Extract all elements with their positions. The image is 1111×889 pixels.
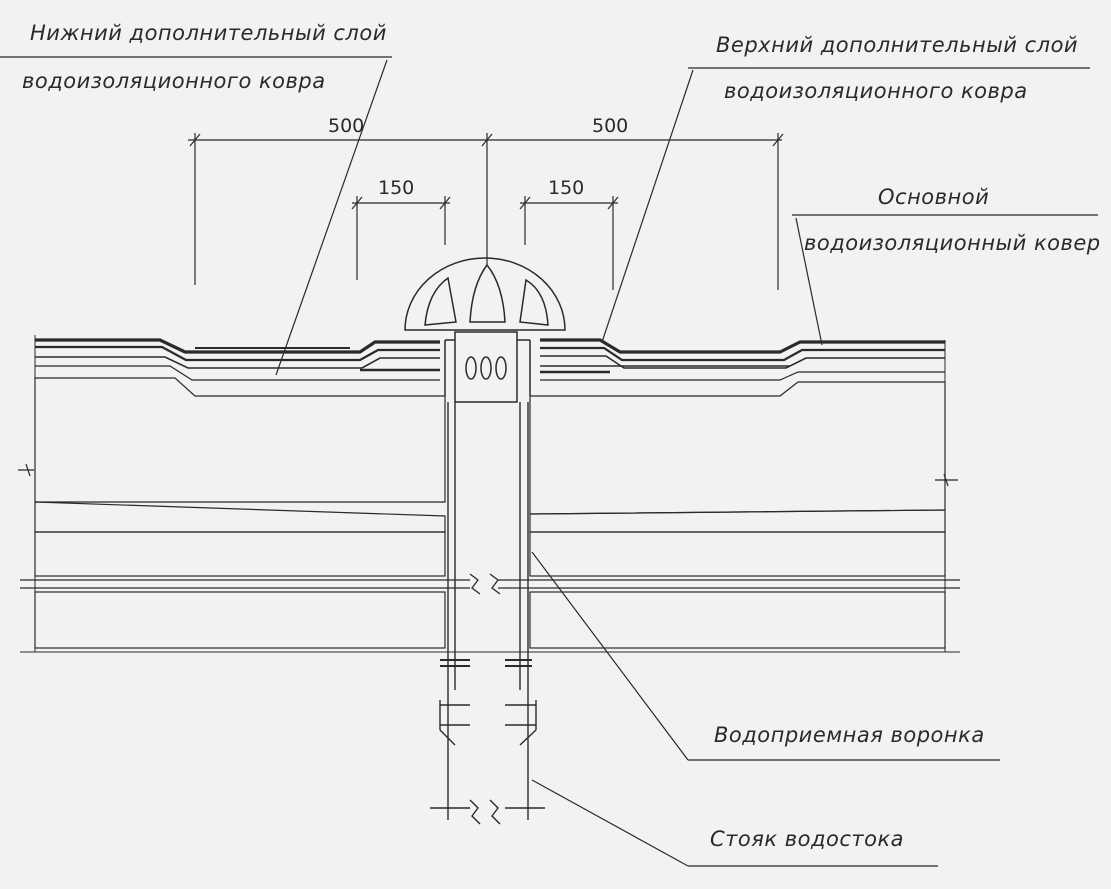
- callout-lower-layer-line1: Нижний дополнительный слой: [30, 21, 387, 45]
- waterproofing-membranes: [34, 335, 946, 652]
- drain-funnel: [404, 257, 566, 403]
- edge-break-marks: [18, 463, 958, 487]
- dim-left-150: 150: [378, 177, 414, 199]
- dim-left-500: 500: [328, 115, 364, 137]
- callout-lower-layer-line2: водоизоляционного ковра: [22, 69, 326, 93]
- drain-riser-pipe: [430, 402, 545, 825]
- leader-lines: [0, 56, 1098, 867]
- callout-riser: Стояк водостока: [710, 827, 904, 851]
- dimension-lines: [188, 133, 784, 290]
- slab-lower: [20, 591, 960, 653]
- slab-upper: [34, 531, 946, 577]
- screed-layer: [34, 501, 946, 533]
- slab-joint-lines: [20, 573, 960, 595]
- callout-upper-layer-line2: водоизоляционного ковра: [724, 79, 1028, 103]
- callout-upper-layer-line1: Верхний дополнительный слой: [716, 33, 1078, 57]
- callout-main-carpet-line2: водоизоляционный ковер: [804, 231, 1101, 255]
- callout-main-carpet-line1: Основной: [878, 185, 989, 209]
- callout-funnel: Водоприемная воронка: [714, 723, 985, 747]
- dim-right-500: 500: [592, 115, 628, 137]
- dim-right-150: 150: [548, 177, 584, 199]
